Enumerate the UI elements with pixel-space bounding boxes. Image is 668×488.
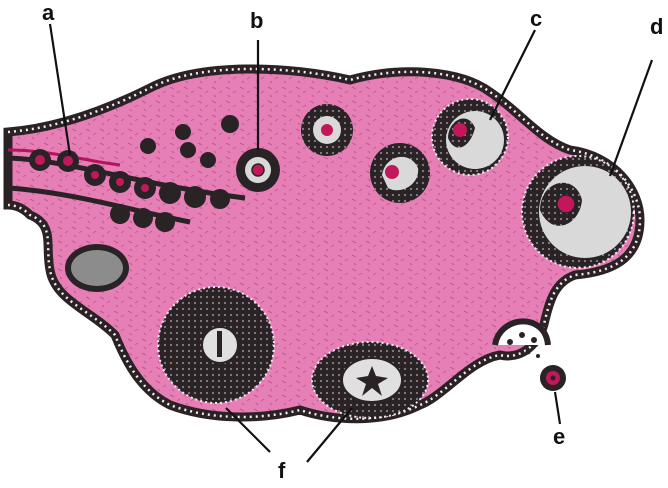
graafian-follicle	[522, 156, 634, 268]
label-d: d	[650, 14, 663, 39]
leader-e	[555, 392, 560, 424]
antral-follicle	[432, 99, 508, 175]
label-c: c	[530, 6, 542, 31]
secondary-follicle	[301, 104, 353, 156]
early-antral-follicle	[370, 143, 430, 203]
label-b: b	[250, 8, 263, 33]
label-e: e	[553, 424, 565, 449]
corpus-albicans	[312, 342, 428, 418]
label-f: f	[278, 458, 286, 483]
leader-d	[610, 60, 652, 176]
label-a: a	[42, 0, 55, 25]
primary-follicle	[236, 148, 280, 192]
released-oocyte	[540, 365, 566, 391]
corpus-luteum	[158, 287, 274, 403]
degenerating-follicle	[65, 244, 129, 292]
